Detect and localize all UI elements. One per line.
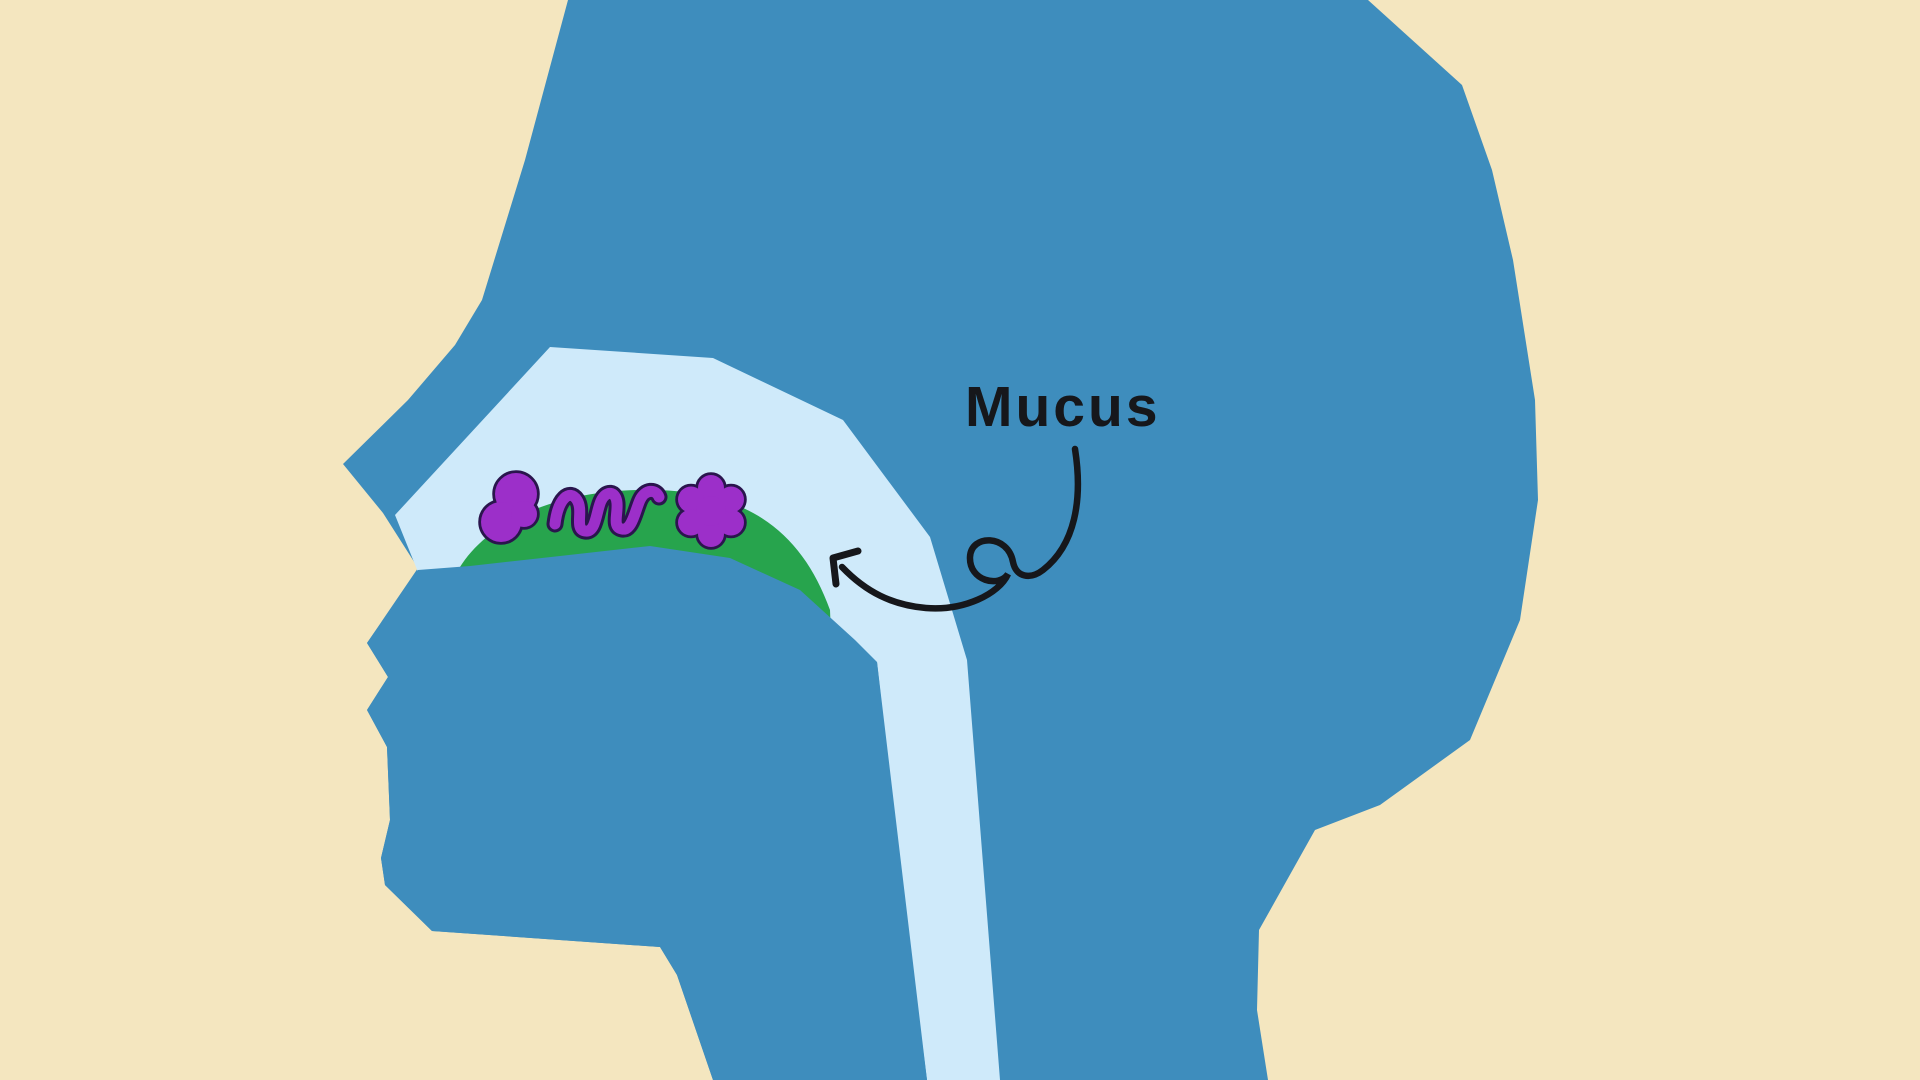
pathogen-squiggle [549,485,665,537]
pathogen-clump [481,502,521,542]
pathogen-flower [696,496,726,526]
pathogen-flower [698,475,724,501]
annotation-arrow [838,445,1082,612]
pathogen-clump [511,501,537,527]
pathogens-fill [481,473,744,547]
mucus-label: Mucus [965,375,1161,439]
tongue-jaw [367,546,927,1080]
arrowhead-icon [829,547,862,588]
pathogen-flower [698,521,724,547]
